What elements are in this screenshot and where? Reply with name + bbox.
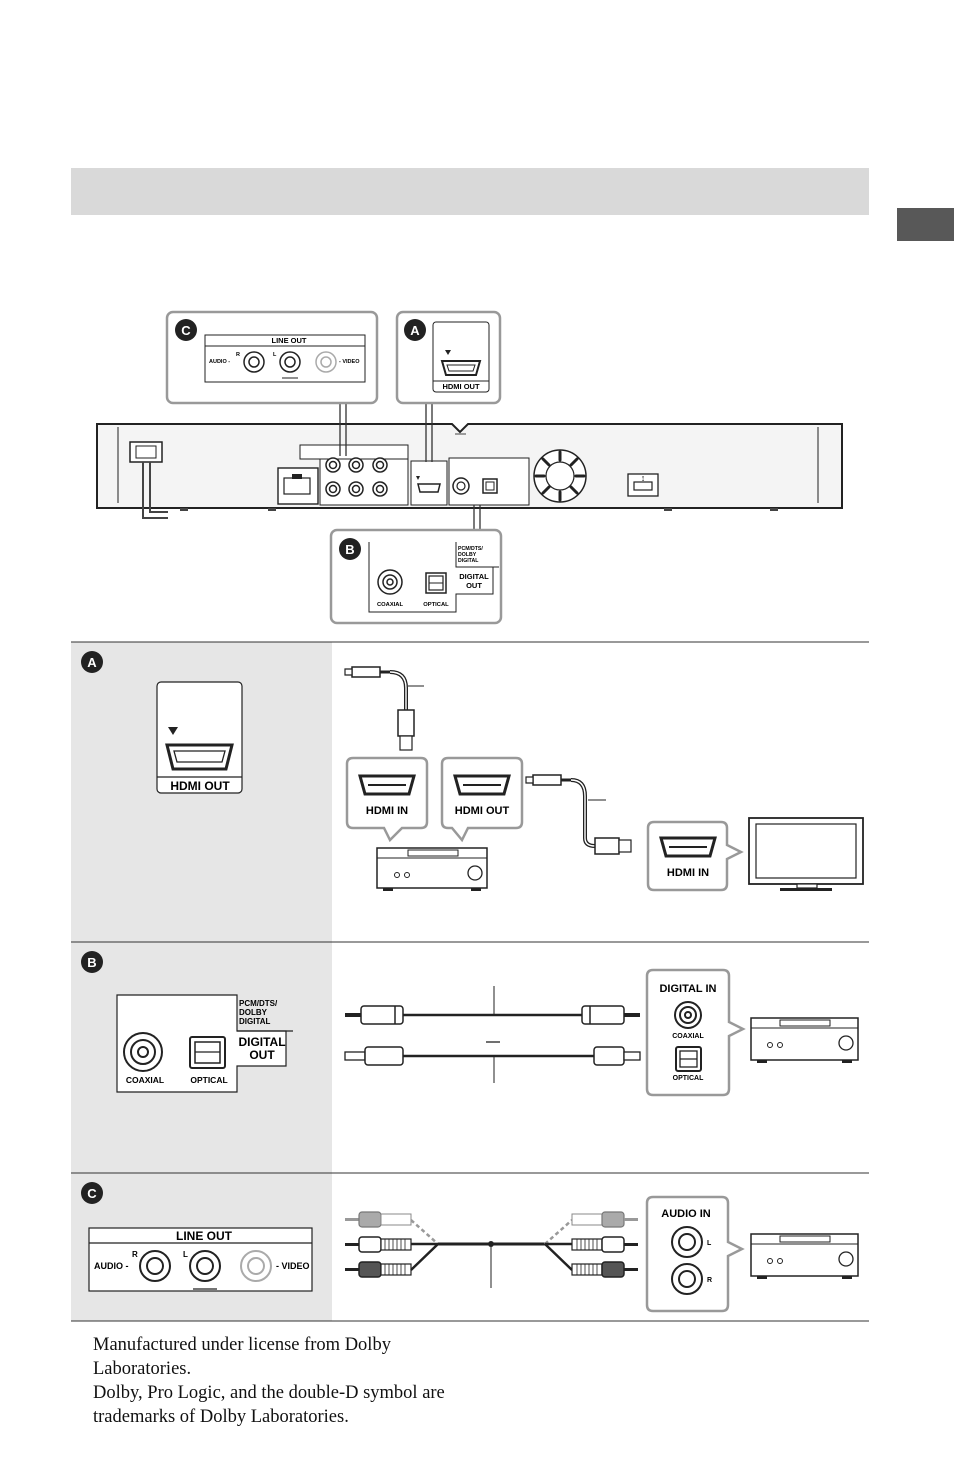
row-b-coaxial-label: COAXIAL [126,1075,164,1085]
row-b-out-label: OUT [249,1048,275,1062]
callout-b-group-line-3: DIGITAL [458,558,479,564]
callout-c-r-label: R [236,352,240,358]
callout-a-port-label: HDMI OUT [442,382,479,391]
callout-b-letter: B [345,542,354,557]
row-a-jack-label: HDMI OUT [170,779,230,793]
hdmi-cable-2 [525,774,632,855]
row-b-digital: B PCM/DTS/ DOLBY DIGITAL DIGITAL OUT COA… [81,951,859,1097]
receiver-hdmi-in-bubble: HDMI IN [345,756,429,843]
callout-c-line-out-label: LINE OUT [272,336,307,345]
row-b-group-line-2: DOLBY [239,1008,268,1017]
row-c-line-out: C LINE OUT AUDIO - R L - VIDEO [81,1182,859,1313]
callout-a: A HDMI OUT [395,310,502,405]
tv-hdmi-in-label: HDMI IN [667,867,709,879]
row-a-hdmi-out-jack [156,681,243,794]
footnote-line-2: Dolby, Pro Logic, and the double-D symbo… [93,1383,445,1427]
audio-in-r-label: R [707,1277,712,1284]
player-rear-panel: ⟟ [96,423,843,519]
row-a-letter: A [87,655,97,670]
receiver-hdmi-out-label: HDMI OUT [455,805,510,817]
coaxial-cable [345,986,640,1025]
optical-cable [344,1046,641,1083]
audio-in-title: AUDIO IN [661,1208,711,1220]
row-c-line-out-jack: LINE OUT AUDIO - R L - VIDEO [88,1227,313,1292]
callout-b-digital-label: DIGITAL [459,572,489,581]
callout-b: B PCM/DTS/ DOLBY DIGITAL DIGITAL OUT COA… [329,528,503,625]
callout-b-coaxial-label: COAXIAL [377,602,404,608]
row-a-hdmi: A HDMI OUT HDMI IN [81,651,864,892]
callout-c: C LINE OUT AUDIO - R L - VIDEO [165,310,379,405]
receiver-hdmi-in-label: HDMI IN [366,805,408,817]
row-b-group-line-1: PCM/DTS/ [239,999,278,1008]
receiver-audio-in-panel: AUDIO IN L R [645,1195,745,1313]
callout-c-video-label: - VIDEO [339,359,360,365]
callout-b-out-label: OUT [466,581,482,590]
callout-b-group-line-2: DOLBY [458,552,477,558]
hdmi-cable-1 [344,666,424,751]
tv-icon [748,817,864,891]
tv-hdmi-in-bubble: HDMI IN [646,820,744,892]
row-b-group-line-3: DIGITAL [239,1017,271,1026]
row-c-video-label: - VIDEO [276,1261,310,1271]
row-b-digital-out-jack: PCM/DTS/ DOLBY DIGITAL DIGITAL OUT COAXI… [116,994,293,1093]
digital-in-title: DIGITAL IN [659,983,716,995]
av-receiver-icon-c [750,1233,859,1279]
chapter-tab [897,208,954,241]
av-receiver-icon-b [750,1017,859,1063]
rca-cable [345,1211,638,1288]
row-c-l-label: L [183,1250,188,1259]
receiver-digital-in-panel: DIGITAL IN COAXIAL OPTICAL [645,968,746,1097]
callout-b-optical-label: OPTICAL [423,602,449,608]
callout-b-group-line-1: PCM/DTS/ [458,546,483,552]
callout-a-letter: A [410,323,420,338]
row-b-letter: B [87,955,96,970]
receiver-hdmi-out-bubble: HDMI OUT [440,756,524,843]
svg-text:⟟: ⟟ [642,476,645,483]
callout-c-letter: C [181,323,191,338]
row-c-letter: C [87,1186,97,1201]
digital-in-coaxial-label: COAXIAL [672,1033,704,1040]
audio-in-l-label: L [707,1240,712,1247]
dolby-footnote: Manufactured under license from Dolby La… [93,1333,493,1429]
footnote-line-1: Manufactured under license from Dolby La… [93,1335,391,1379]
av-receiver-icon [376,847,488,891]
row-c-audio-label: AUDIO - [94,1261,129,1271]
usb-port: ⟟ [627,473,659,497]
fan-vent [533,449,587,503]
row-c-r-label: R [132,1250,138,1259]
digital-in-optical-label: OPTICAL [673,1075,704,1082]
callout-c-l-label: L [273,352,277,358]
row-b-digital-label: DIGITAL [238,1035,285,1049]
row-c-line-out-label: LINE OUT [176,1229,233,1243]
section-title-bar [71,168,869,215]
row-b-optical-label: OPTICAL [190,1075,227,1085]
callout-c-audio-label: AUDIO - [209,359,230,365]
